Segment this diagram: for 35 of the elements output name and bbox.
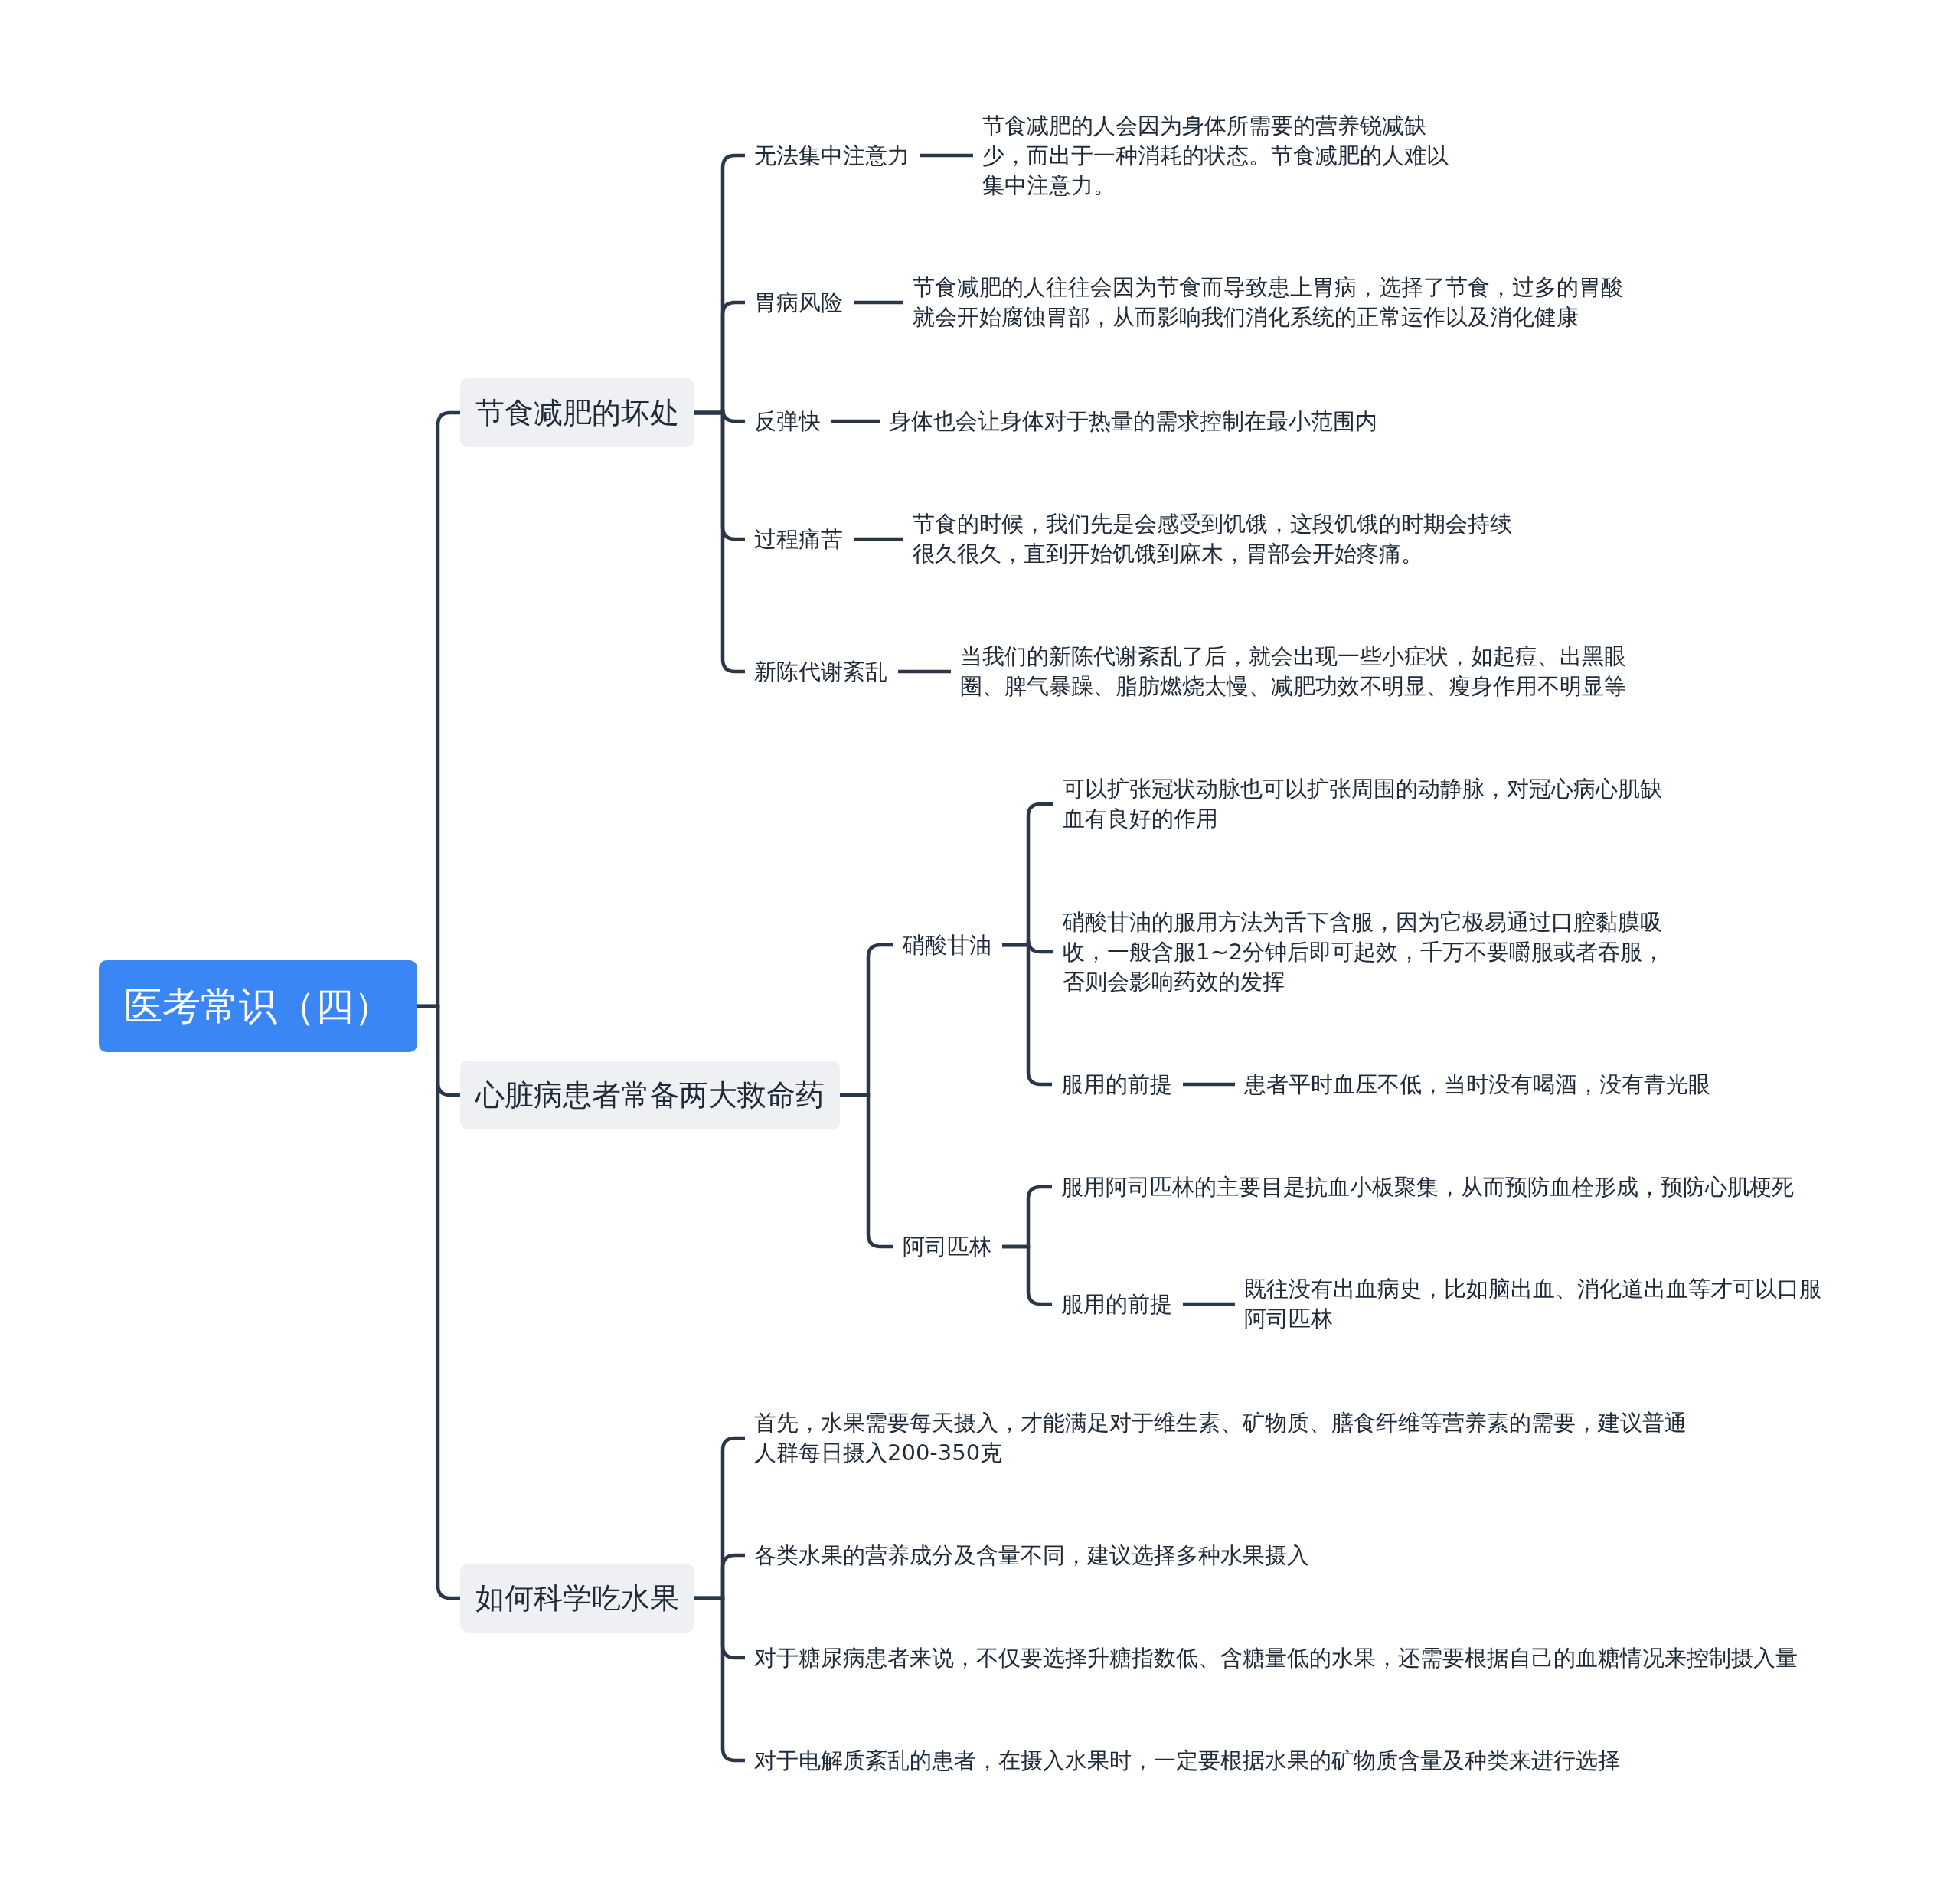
note-text: 硝酸甘油的服用方法为舌下含服，因为它极易通过口腔黏膜吸收，一般含服1~2分钟后即可起效，千万不要嚼服或者吞服，否则会影响药效的发挥 bbox=[1060, 907, 1671, 997]
connector-line bbox=[417, 1004, 460, 1600]
branch-label: 服用的前提 bbox=[1058, 1069, 1175, 1100]
connector-line bbox=[920, 153, 973, 158]
note-text: 节食减肥的人往往会因为节食而导致患上胃病，选择了节食，过多的胃酸就会开始腐蚀胃部，从而影响我们消化系统的正常运作以及消化健康 bbox=[910, 273, 1637, 332]
branch-label: 反弹快 bbox=[751, 406, 824, 436]
topic-box: 心脏病患者常备两大救命药 bbox=[460, 1061, 840, 1129]
branch-label: 胃病风险 bbox=[751, 287, 846, 318]
note-text: 可以扩张冠状动脉也可以扩张周围的动静脉，对冠心病心肌缺血有良好的作用 bbox=[1060, 774, 1671, 834]
note-text: 对于糖尿病患者来说，不仅要选择升糖指数低、含糖量低的水果，还需要根据自己的血糖情况来控制摄入量 bbox=[751, 1642, 1801, 1673]
branch-label: 阿司匹林 bbox=[900, 1231, 995, 1262]
topic-box: 如何科学吃水果 bbox=[460, 1564, 694, 1633]
note-text: 当我们的新陈代谢紊乱了后，就会出现一些小症状，如起痘、出黑眼圈、脾气暴躁、脂肪燃烧太慢、减肥功效不明显、瘦身作用不明显等 bbox=[957, 642, 1660, 701]
branch-label: 服用的前提 bbox=[1058, 1289, 1175, 1319]
note-text: 各类水果的营养成分及含量不同，建议选择多种水果摄入 bbox=[751, 1540, 1312, 1571]
connector-line bbox=[831, 419, 880, 423]
note-text: 节食减肥的人会因为身体所需要的营养锐减缺少，而出于一种消耗的状态。节食减肥的人难以集中注意力。 bbox=[979, 110, 1452, 201]
note-text: 既往没有出血病史，比如脑出血、消化道出血等才可以口服阿司匹林 bbox=[1241, 1274, 1829, 1334]
note-text: 对于电解质紊乱的患者，在摄入水果时，一定要根据水果的矿物质含量及种类来进行选择 bbox=[751, 1745, 1623, 1776]
connector-line bbox=[1183, 1302, 1235, 1306]
topic-box: 节食减肥的坏处 bbox=[460, 378, 694, 447]
note-text: 节食的时候，我们先是会感受到饥饿，这段饥饿的时期会持续很久很久，直到开始饥饿到麻木，胃部会开始疼痛。 bbox=[910, 509, 1521, 569]
note-text: 服用阿司匹林的主要目是抗血小板聚集，从而预防血栓形成，预防心肌梗死 bbox=[1058, 1172, 1797, 1202]
note-text: 患者平时血压不低，当时没有喝酒，没有青光眼 bbox=[1241, 1069, 1713, 1100]
connector-line bbox=[1183, 1082, 1235, 1087]
branch-label: 硝酸甘油 bbox=[900, 930, 995, 960]
central-topic-box: 医考常识（四） bbox=[99, 960, 417, 1052]
branch-label: 无法集中注意力 bbox=[751, 140, 913, 171]
note-text: 身体也会让身体对于热量的需求控制在最小范围内 bbox=[886, 406, 1380, 436]
connector-line bbox=[898, 669, 951, 674]
note-text: 首先，水果需要每天摄入，才能满足对于维生素、矿物质、膳食纤维等营养素的需要，建议普通人群每日摄入200-350克 bbox=[751, 1408, 1707, 1468]
connector-line bbox=[854, 300, 903, 305]
branch-label: 过程痛苦 bbox=[751, 524, 846, 554]
connector-line bbox=[854, 537, 903, 541]
branch-label: 新陈代谢紊乱 bbox=[751, 656, 890, 687]
